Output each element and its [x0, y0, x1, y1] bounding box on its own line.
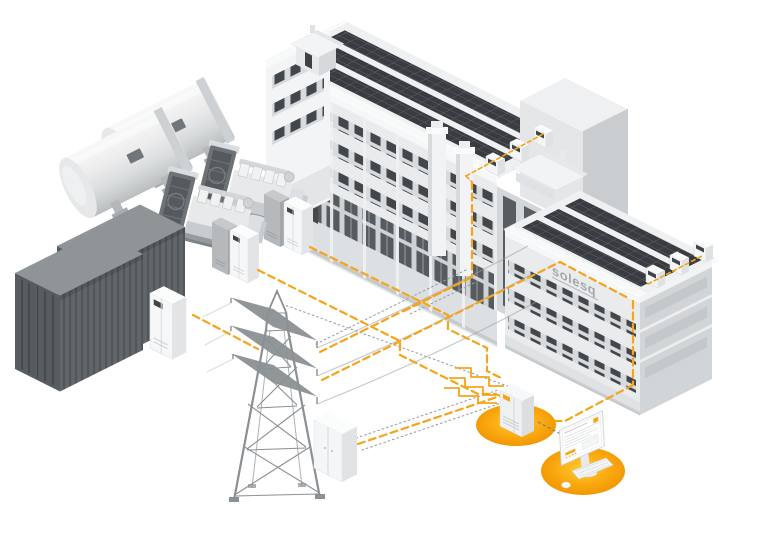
battery-container-front: [14, 230, 144, 393]
genset-inverter-cabinet: [229, 224, 260, 284]
cable-roof-inverters: [465, 132, 546, 177]
transmission-tower: [202, 245, 537, 502]
battery-storage: [14, 203, 187, 393]
cable-battery-to-grid: [191, 313, 260, 351]
solar-array: [563, 197, 705, 268]
roof-pillars: [426, 121, 475, 276]
office-facade: solesq: [505, 229, 640, 416]
grid-connection-cabinet: [313, 412, 357, 483]
roof-penthouse: [290, 25, 344, 76]
mouse: [561, 481, 571, 489]
cable-grid-to-office: [320, 260, 632, 382]
roof-house: [511, 150, 588, 200]
cable-grid-to-building: [318, 275, 474, 354]
office-building: solesq: [503, 190, 719, 416]
microgrid-controller: [476, 384, 556, 446]
solar-array: [541, 208, 682, 278]
genset-inverter-cabinet: [283, 196, 314, 256]
screen-chart: [565, 448, 576, 456]
monitor: [558, 410, 605, 467]
cable-genset1: [308, 245, 505, 381]
crossarm: [231, 325, 317, 369]
service-wing-roof: [520, 77, 628, 131]
cable-genset2: [256, 268, 498, 396]
crossarm: [231, 297, 317, 341]
cable-controller-to-pc: [537, 421, 573, 441]
cable-grid-cabinet: [356, 394, 502, 446]
cable-office-roof: [647, 255, 703, 285]
battery-inverter-cabinet: [149, 285, 187, 360]
office-end-face: [640, 261, 712, 416]
monitoring-workstation: [537, 410, 625, 495]
crossarm: [231, 353, 317, 397]
dashboard-screen: [561, 414, 602, 462]
controller-label: [503, 394, 510, 402]
